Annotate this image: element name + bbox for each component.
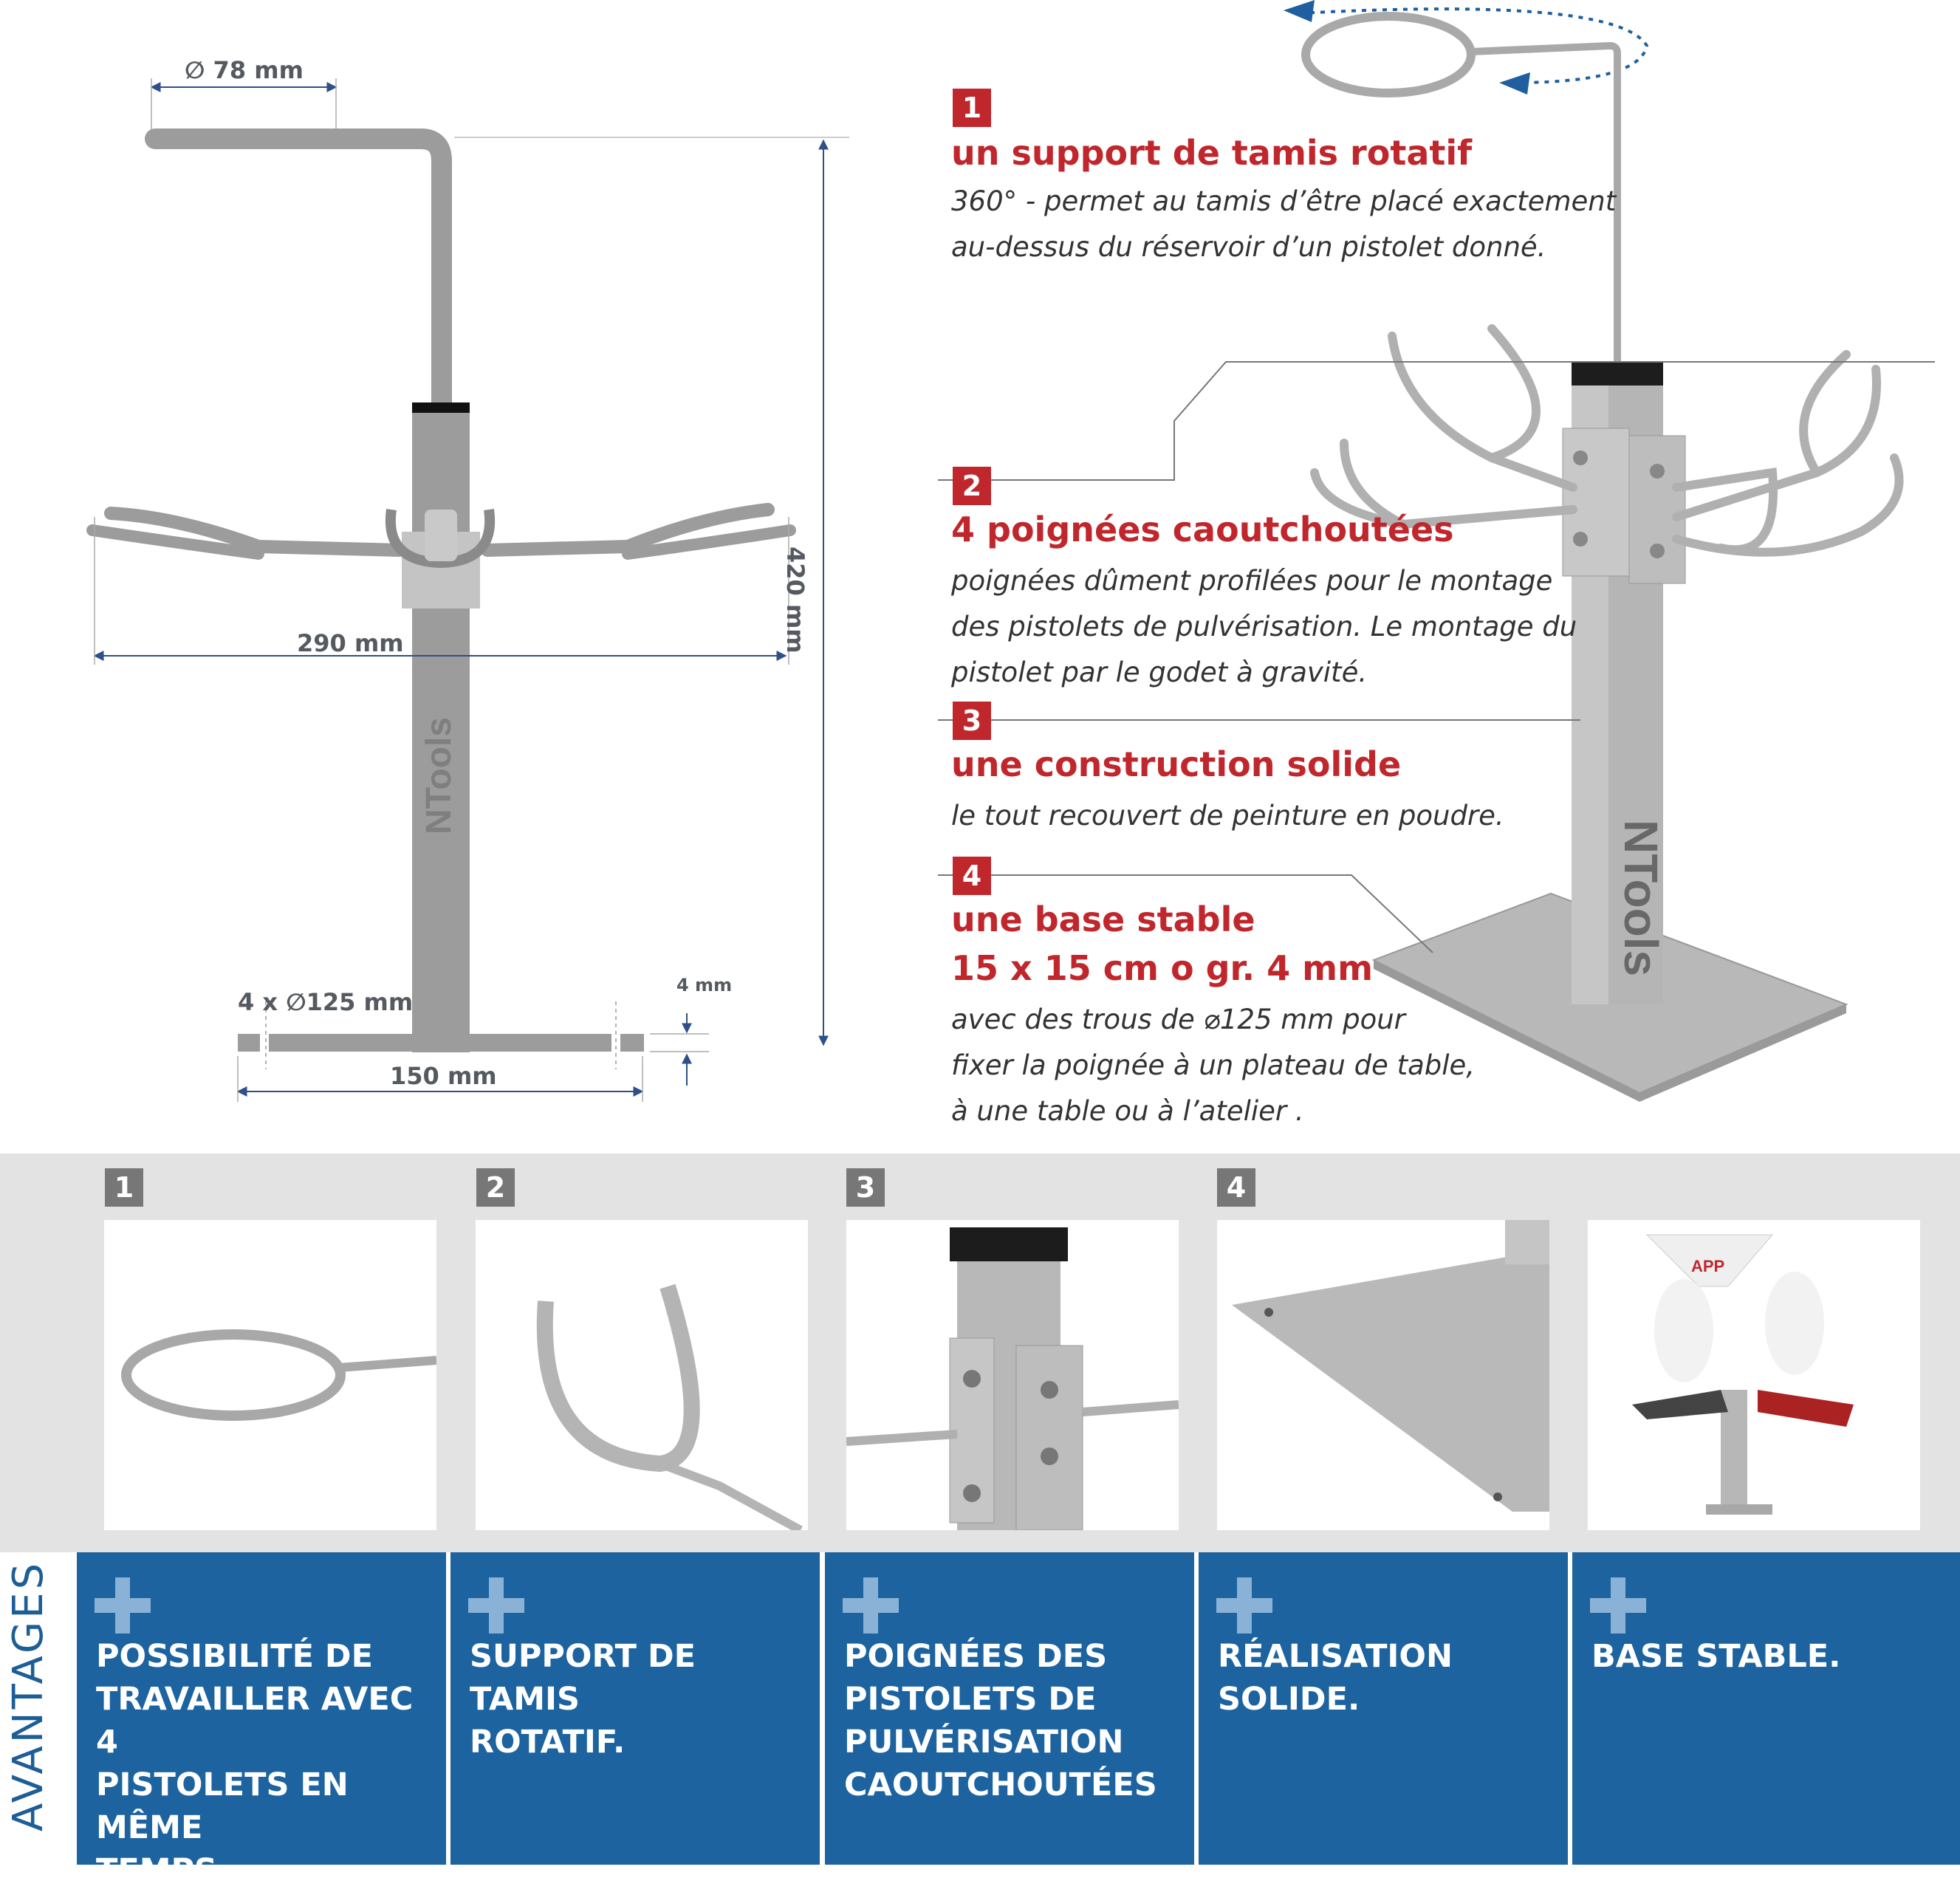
advantage-2-line-1: SUPPORT DE TAMIS	[470, 1638, 696, 1718]
dim-base: 150 mm	[390, 1062, 497, 1090]
advantages-sidebar	[0, 1552, 74, 1865]
advantage-1-line-1: POSSIBILITÉ DE	[96, 1638, 373, 1675]
feature-desc-4-line-3: à une table ou à l’atelier .	[951, 1095, 1304, 1127]
advantage-1-line-2: TRAVAILLER AVEC 4	[96, 1681, 414, 1761]
feature-desc-1-line-2: au-dessus du réservoir d’un pistolet don…	[951, 231, 1546, 263]
gallery-photo-column	[846, 1220, 1179, 1530]
feature-desc-2-line-1: poignées dûment profilées pour le montag…	[951, 565, 1553, 597]
advantage-3-line-1: POIGNÉES DES	[844, 1638, 1108, 1675]
feature-desc-3-line-1: le tout recouvert de peinture en poudre.	[951, 800, 1504, 832]
feature-number-1: 1	[953, 89, 991, 127]
dim-width: 290 mm	[297, 629, 404, 657]
dim-height: 420 mm	[781, 546, 809, 654]
feature-number-4: 4	[953, 857, 991, 895]
gallery-number-4: 4	[1217, 1168, 1255, 1207]
brand-logo-column: NTools	[1614, 820, 1668, 976]
feature-title-2: 4 poignées caoutchoutées	[951, 510, 1454, 549]
brand-logo: NTools	[419, 717, 459, 834]
feature-desc-2-line-2: des pistolets de pulvérisation. Le monta…	[951, 611, 1577, 642]
plus-icon	[843, 1577, 899, 1634]
advantage-card-3: POIGNÉES DES PISTOLETS DE PULVÉRISATION …	[825, 1552, 1194, 1865]
app-label: APP	[1691, 1257, 1724, 1275]
plus-icon	[95, 1577, 151, 1634]
technical-drawing: NTools	[86, 78, 849, 1102]
advantage-3-line-3: PULVÉRISATION	[844, 1724, 1124, 1761]
advantage-3-line-2: PISTOLETS DE	[844, 1681, 1097, 1718]
advantage-card-1: POSSIBILITÉ DE TRAVAILLER AVEC 4 PISTOLE…	[77, 1552, 446, 1889]
feature-desc-4-line-1: avec des trous de ⌀125 mm pour	[951, 1004, 1405, 1035]
gallery-number-2: 2	[476, 1168, 515, 1207]
feature-title-1: un support de tamis rotatif	[951, 133, 1473, 173]
feature-desc-2-line-3: pistolet par le godet à gravité.	[951, 657, 1368, 688]
dim-holes: 4 x ∅125 mm	[238, 988, 414, 1016]
plus-icon	[1590, 1577, 1646, 1634]
feature-desc-1-line-1: 360° - permet au tamis d’être placé exac…	[951, 185, 1617, 217]
dim-thickness: 4 mm	[676, 975, 733, 995]
product-illustration: NTools	[938, 0, 1935, 1102]
feature-title-3: une construction solide	[951, 744, 1402, 784]
rotate-arrow-icon	[1284, 0, 1315, 22]
advantage-5-line-1: BASE STABLE.	[1591, 1638, 1841, 1675]
plus-icon	[468, 1577, 524, 1634]
gallery-number-3: 3	[846, 1168, 885, 1207]
gallery-photo-ring	[104, 1220, 436, 1530]
advantages-label: AVANTAGES	[4, 1560, 52, 1831]
feature-desc-4-line-2: fixer la poignée à un plateau de table,	[951, 1049, 1476, 1081]
plus-icon	[1216, 1577, 1272, 1634]
advantage-card-5: BASE STABLE.	[1572, 1552, 1960, 1865]
gallery-photo-handle	[476, 1220, 808, 1530]
advantage-1-line-4: TEMPS.	[96, 1852, 230, 1889]
advantage-1-line-3: PISTOLETS EN MÊME	[96, 1766, 349, 1846]
advantage-4-line-1: RÉALISATION	[1218, 1638, 1453, 1675]
dim-ring-diameter: ∅ 78 mm	[185, 56, 304, 84]
advantage-2-line-2: ROTATIF.	[470, 1724, 626, 1761]
advantage-card-4: RÉALISATION SOLIDE.	[1199, 1552, 1568, 1865]
advantage-3-line-4: CAOUTCHOUTÉES	[844, 1766, 1157, 1803]
gallery-photo-in-use: APP	[1588, 1220, 1920, 1530]
feature-number-2: 2	[953, 467, 991, 505]
gallery-number-1: 1	[105, 1168, 143, 1207]
feature-title-4: une base stable	[951, 899, 1255, 939]
gallery-photo-base	[1217, 1220, 1549, 1530]
advantage-card-2: SUPPORT DE TAMIS ROTATIF.	[450, 1552, 820, 1865]
feature-number-3: 3	[953, 702, 991, 740]
advantage-4-line-2: SOLIDE.	[1218, 1681, 1360, 1718]
feature-title-4-line-2: 15 x 15 cm o gr. 4 mm	[951, 948, 1374, 988]
